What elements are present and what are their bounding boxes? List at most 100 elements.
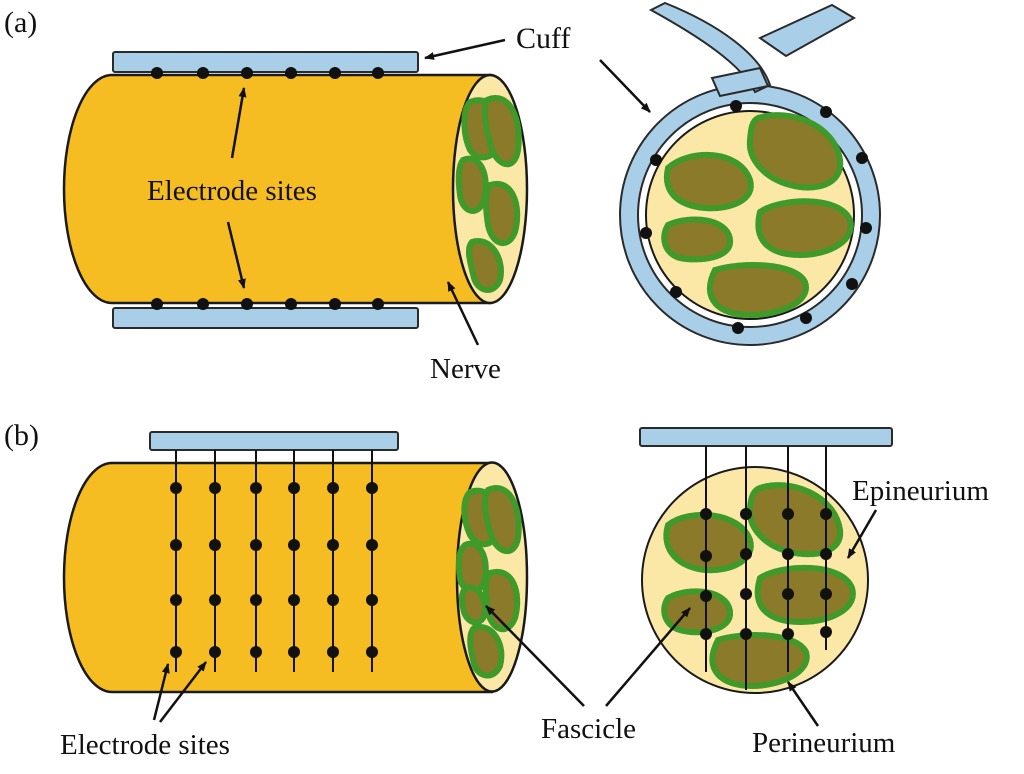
epineurium-label: Epineurium (852, 475, 989, 507)
electrode-dot (650, 154, 662, 166)
perineurium-label: Perineurium (752, 727, 896, 759)
electrode-dot (209, 646, 221, 658)
electrode-dot (285, 298, 297, 310)
electrode-dot (327, 594, 339, 606)
arrow-nerve (446, 281, 480, 346)
fascicles-cross-b (661, 482, 856, 690)
electrode-sites-right-b (700, 508, 832, 640)
electrode-dot (197, 298, 209, 310)
electrode-dot (288, 539, 300, 551)
electrode-dot (640, 227, 652, 239)
electrode-dot (800, 312, 812, 324)
electrode-dot (329, 298, 341, 310)
electrode-dot (170, 646, 182, 658)
electrode-dot (288, 482, 300, 494)
arrow-fascicle-right (605, 607, 691, 707)
electrode-dot (732, 322, 744, 334)
electrode-dot (820, 106, 832, 118)
arrow-electrode-up (230, 87, 247, 159)
arrow-perineurium (786, 681, 820, 727)
electrode-dot (820, 548, 832, 560)
electrode-dot (366, 646, 378, 658)
cuff-cross-section (619, 1, 881, 346)
electrode-dot (327, 482, 339, 494)
electrode-sites-bottom-a (151, 298, 384, 310)
electrode-dot (730, 100, 742, 112)
electrode-dot (820, 588, 832, 600)
electrode-dot (782, 548, 794, 560)
panel-b: (b) Epineurium Fascicle Perineurium Elec… (4, 419, 989, 761)
electrode-array-bar-left (149, 431, 399, 451)
electrode-dot (170, 594, 182, 606)
electrode-dot (197, 67, 209, 79)
electrode-dot (372, 298, 384, 310)
electrode-sites-label-b: Electrode sites (60, 729, 230, 761)
cuff-strip-bottom (112, 307, 419, 329)
electrode-dot (820, 508, 832, 520)
electrode-dot (366, 482, 378, 494)
electrode-dot (250, 646, 262, 658)
electrode-dot (820, 626, 832, 638)
electrode-dot (700, 508, 712, 520)
electrode-dot (740, 588, 752, 600)
electrode-dot (250, 594, 262, 606)
electrode-dot (366, 539, 378, 551)
arrow-cuff-to-strip (424, 38, 506, 60)
electrode-dot (782, 588, 794, 600)
electrode-dot (329, 67, 341, 79)
electrode-dot (740, 508, 752, 520)
electrode-dot (250, 539, 262, 551)
cuff-tail-1 (648, 1, 772, 94)
electrode-dot (288, 646, 300, 658)
panel-tag-a: (a) (4, 6, 37, 39)
electrode-dot (366, 594, 378, 606)
electrode-dot (700, 628, 712, 640)
electrode-dot (151, 67, 163, 79)
electrode-dot (209, 594, 221, 606)
electrode-sites-label-a: Electrode sites (147, 175, 317, 207)
electrode-dot (372, 67, 384, 79)
electrode-dot (170, 539, 182, 551)
electrode-dot (846, 278, 858, 290)
electrode-dot (740, 548, 752, 560)
arrow-electrode-b-1 (152, 663, 170, 721)
arrows-b (152, 509, 878, 727)
electrode-dot (327, 646, 339, 658)
fascicles-side-a (455, 95, 522, 293)
electrode-dot (670, 286, 682, 298)
electrode-dot (250, 482, 262, 494)
electrode-dot (209, 539, 221, 551)
electrode-dot (288, 594, 300, 606)
electrode-array-bar-right (639, 427, 893, 447)
arrow-fascicle-left (485, 605, 585, 707)
electrode-dot (151, 298, 163, 310)
arrows-a (226, 38, 651, 346)
electrode-dot (170, 482, 182, 494)
electrode-dot (856, 152, 868, 164)
electrode-sites-ring-a (640, 100, 872, 334)
panel-tag-b: (b) (4, 419, 39, 452)
electrode-dot (241, 298, 253, 310)
arrow-cuff-to-ring (599, 59, 651, 113)
electrode-dot (740, 628, 752, 640)
fascicles-cross-a (661, 112, 854, 319)
electrode-dot (700, 590, 712, 602)
cuff-tail-3 (710, 66, 770, 98)
cuff-label: Cuff (516, 22, 570, 55)
electrode-dot (782, 628, 794, 640)
electrode-dot (285, 67, 297, 79)
nerve-cylinder-a (62, 73, 529, 305)
electrode-dot (700, 550, 712, 562)
nerve-cross-section-b (641, 466, 869, 694)
electrode-sites-left-b (170, 482, 378, 658)
arrow-electrode-down (226, 221, 246, 289)
electrode-dot (327, 539, 339, 551)
nerve-label: Nerve (430, 353, 501, 385)
fascicle-label: Fascicle (541, 713, 636, 745)
electrode-dot (782, 508, 794, 520)
electrode-sites-top-a (151, 67, 384, 79)
electrode-dot (209, 482, 221, 494)
electrode-dot (241, 67, 253, 79)
arrow-epineurium (846, 509, 878, 559)
